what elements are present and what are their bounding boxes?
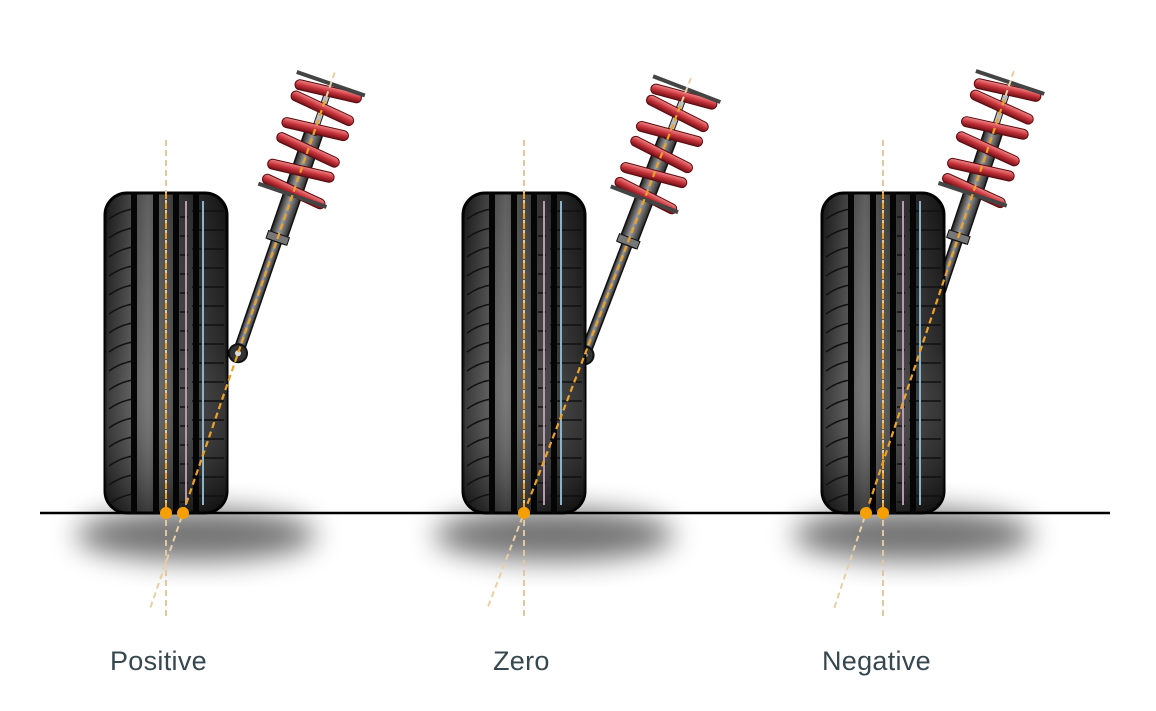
tread-groove [531, 192, 537, 514]
strut-rod [577, 239, 634, 362]
contact-point-marker [518, 507, 530, 519]
tread-groove [551, 192, 557, 514]
steering-axis-line [523, 101, 683, 514]
tread-groove [193, 192, 199, 514]
tread-sipe [108, 208, 134, 220]
tread-groove [890, 192, 896, 514]
tread-sipe [466, 284, 492, 296]
tread-sipe [466, 455, 492, 467]
tread-sipe [825, 379, 851, 391]
tread-sipe [825, 227, 851, 239]
tread-sipe [466, 474, 492, 486]
steering-axis-line [182, 96, 328, 514]
tread-sipe [108, 284, 134, 296]
label-negative: Negative [822, 646, 931, 676]
tread-groove [910, 192, 916, 514]
tread-sipe [108, 455, 134, 467]
panel-positive [103, 68, 366, 620]
tread-sipe [108, 265, 134, 277]
tread-sipe [825, 322, 851, 334]
tread-sipe [108, 360, 134, 372]
tread-groove [848, 192, 854, 514]
tread-sipe [825, 417, 851, 429]
tread-sipe [466, 265, 492, 277]
tread-sipe [108, 227, 134, 239]
tread-sipe [466, 303, 492, 315]
tread-sipe [825, 474, 851, 486]
tread-sipe [466, 208, 492, 220]
tread-sipe [825, 284, 851, 296]
tread-sipe [825, 398, 851, 410]
panel-negative [820, 66, 1045, 620]
spring-seat-lower [610, 184, 679, 215]
label-positive: Positive [110, 646, 207, 676]
tread-sipe [825, 341, 851, 353]
tread-sipe [466, 341, 492, 353]
tread-groove [870, 192, 876, 514]
tread-sipe [466, 227, 492, 239]
tread-groove [173, 192, 179, 514]
tread-sipe [108, 322, 134, 334]
tread-groove [489, 192, 495, 514]
tread-sipe [825, 303, 851, 315]
tread-sipe [825, 493, 851, 505]
tread-sipe [108, 246, 134, 258]
tire-shadow [793, 509, 1033, 561]
steering-axis-line [865, 95, 1007, 514]
tire-shadow [434, 509, 674, 561]
tread-sipe [108, 341, 134, 353]
tread-sipe [825, 436, 851, 448]
tread-sipe [466, 322, 492, 334]
tread-sipe [466, 436, 492, 448]
tire-shadow [76, 509, 316, 561]
tread-sipe [466, 379, 492, 391]
tread-sipe [825, 208, 851, 220]
tread-sipe [108, 398, 134, 410]
label-zero: Zero [493, 646, 550, 676]
panel-zero [461, 73, 722, 620]
tread-sipe [466, 398, 492, 410]
tread-groove [153, 192, 159, 514]
tread-sipe [825, 265, 851, 277]
tread-sipe [108, 417, 134, 429]
tread-sipe [108, 474, 134, 486]
tread-sipe [825, 360, 851, 372]
tread-sipe [108, 493, 134, 505]
tread-sipe [466, 417, 492, 429]
strut-rod [231, 236, 284, 360]
tread-sipe [466, 360, 492, 372]
tread-sipe [466, 246, 492, 258]
tread-sipe [825, 246, 851, 258]
tread-groove [131, 192, 137, 514]
contact-point-marker [160, 507, 172, 519]
tread-sipe [108, 303, 134, 315]
steering-axis-point-marker [860, 507, 872, 519]
contact-point-marker [877, 507, 889, 519]
tread-sipe [108, 379, 134, 391]
tread-sipe [108, 436, 134, 448]
steering-axis-point-marker [177, 507, 189, 519]
tread-sipe [466, 493, 492, 505]
tread-sipe [825, 455, 851, 467]
tread-groove [511, 192, 517, 514]
